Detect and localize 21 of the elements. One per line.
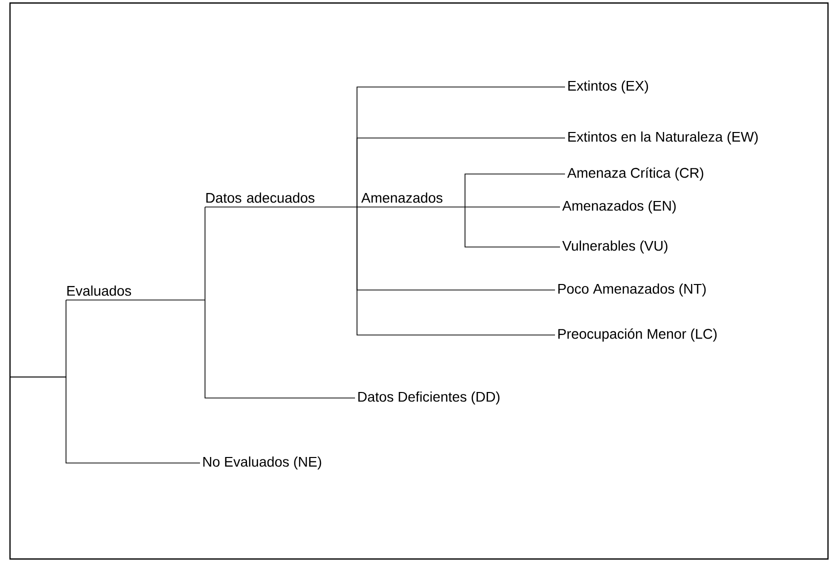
category-label: No Evaluados (NE) [203, 456, 322, 470]
tree-branch-line [204, 300, 356, 398]
tree-branch-line [356, 206, 362, 208]
category-label: Datos Deficientes (DD) [358, 391, 500, 405]
tree-branch-line [464, 206, 560, 208]
category-label: Preocupación Menor (LC) [558, 328, 717, 342]
branch-label: Datos adecuados [204, 192, 358, 208]
tree-branch-line [464, 174, 566, 208]
tree-branch-line [356, 138, 566, 208]
category-label: Poco Amenazados (NT) [558, 283, 706, 297]
category-label: Vulnerables (VU) [562, 240, 668, 254]
branch-label: Amenazados [360, 192, 466, 208]
tree-branch-line [356, 206, 556, 336]
category-label: Amenazados (EN) [562, 200, 676, 214]
category-label: Amenaza Crítica (CR) [567, 167, 704, 181]
tree-branch-line [10, 376, 200, 464]
category-label: Extintos en la Naturaleza (EW) [568, 131, 758, 145]
category-label: Extintos (EX) [568, 80, 648, 94]
branch-label: Evaluados [66, 286, 206, 300]
tree-branch-line [464, 206, 560, 248]
tree-branch-line [204, 206, 206, 300]
